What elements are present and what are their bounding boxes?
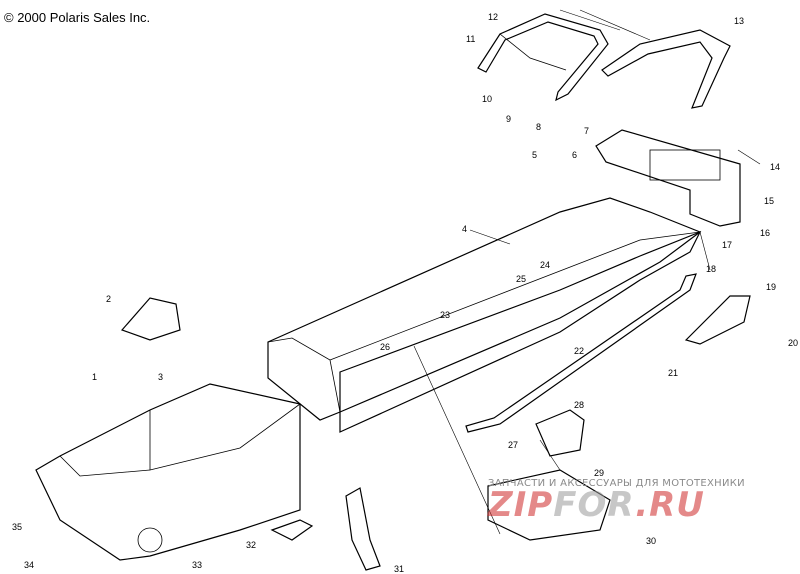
watermark-logo: ZIPFOR.RU: [488, 485, 788, 525]
callout-28: 28: [574, 400, 584, 410]
callout-9: 9: [506, 114, 511, 124]
callout-19: 19: [766, 282, 776, 292]
callout-22: 22: [574, 346, 584, 356]
callout-17: 17: [722, 240, 732, 250]
callout-3a: 3: [158, 372, 163, 382]
callout-21: 21: [668, 368, 678, 378]
callout-11: 11: [466, 34, 475, 44]
callout-27: 27: [508, 440, 518, 450]
bracket-2: [120, 297, 181, 341]
watermark: ЗАПЧАСТИ И АКСЕССУАРЫ ДЛЯ МОТОТЕХНИКИ ZI…: [488, 478, 788, 525]
callout-30: 30: [646, 536, 656, 546]
callout-12: 12: [488, 12, 498, 22]
rear-bumper: [601, 29, 731, 109]
watermark-left: ZIP: [488, 485, 554, 525]
footrest-21: [684, 295, 751, 345]
bulkhead-chassis: [35, 383, 301, 561]
callout-29: 29: [594, 468, 604, 478]
callout-14: 14: [770, 162, 780, 172]
callout-2: 2: [106, 294, 111, 304]
callout-23: 23: [440, 310, 450, 320]
rail: [465, 273, 697, 433]
rear-flap-bracket: [595, 129, 741, 227]
callout-24: 24: [540, 260, 550, 270]
callout-6: 6: [572, 150, 577, 160]
watermark-subtitle: ЗАПЧАСТИ И АКСЕССУАРЫ ДЛЯ МОТОТЕХНИКИ: [488, 478, 745, 489]
callout-16: 16: [760, 228, 770, 238]
callout-5: 5: [532, 150, 537, 160]
callout-32: 32: [246, 540, 256, 550]
callout-4: 4: [462, 224, 467, 234]
tunnel: [267, 197, 702, 421]
side-panel: [339, 230, 702, 433]
leader-lines: [413, 9, 761, 535]
callout-31: 31: [394, 564, 404, 574]
grab-bar: [477, 13, 609, 102]
callout-8: 8: [536, 122, 541, 132]
callout-25: 25: [516, 274, 526, 284]
callout-13: 13: [734, 16, 744, 26]
watermark-mid: FOR: [553, 485, 636, 525]
callout-10: 10: [482, 94, 492, 104]
copyright-notice: © 2000 Polaris Sales Inc.: [4, 10, 151, 25]
callout-1: 1: [92, 372, 97, 382]
callout-7: 7: [584, 126, 589, 136]
bracket-32: [270, 519, 314, 541]
callout-33: 33: [192, 560, 202, 570]
callout-34: 34: [24, 560, 34, 570]
bracket-31: [345, 487, 381, 571]
watermark-right: .RU: [635, 485, 705, 525]
callout-labels: 1 2 3 4 5 6 7 8 9 10 11 12 13 14 15 16 1…: [12, 12, 798, 574]
callout-20: 20: [788, 338, 798, 348]
callout-26: 26: [380, 342, 390, 352]
callout-35: 35: [12, 522, 22, 532]
callout-18: 18: [706, 264, 716, 274]
callout-15: 15: [764, 196, 774, 206]
